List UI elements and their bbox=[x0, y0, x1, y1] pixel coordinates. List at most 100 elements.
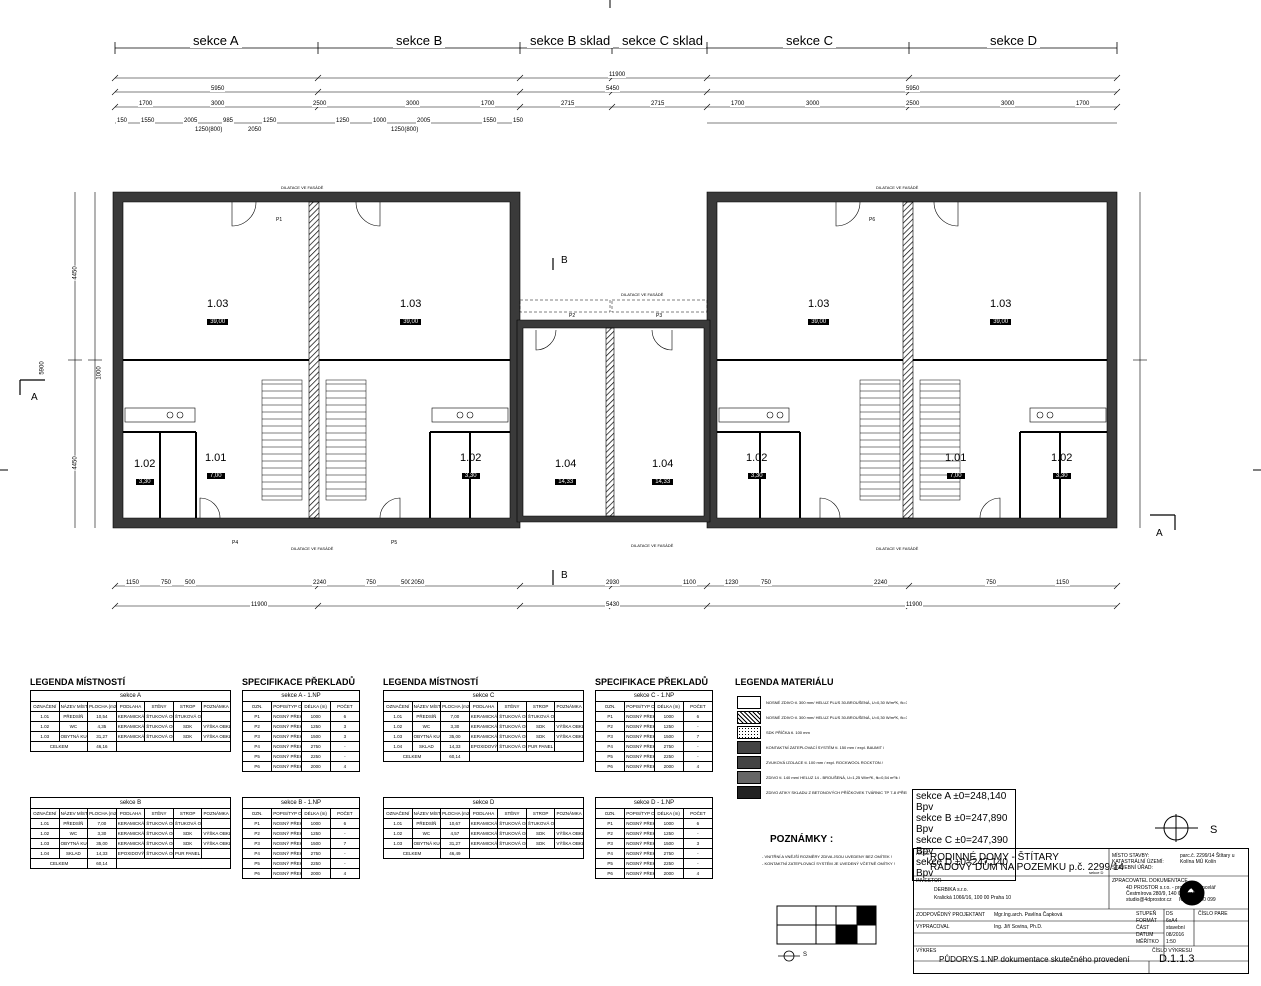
room-legend-caption: sekce A bbox=[30, 690, 231, 702]
room-legend-cell: 35,00 bbox=[87, 838, 117, 849]
small-north-arrow bbox=[778, 950, 800, 962]
tb-projektant-label: ZODPOVĚDNÝ PROJEKTANT bbox=[916, 912, 986, 918]
section-label-b: sekce B bbox=[393, 33, 446, 48]
dim-half-top-0: 5950 bbox=[210, 86, 226, 92]
room-area: 39,00 bbox=[400, 319, 422, 325]
lintel-legend-cell: 4 bbox=[682, 761, 714, 772]
dim-bottom-row-7: 2930 bbox=[605, 580, 621, 586]
tb-vypracoval-label: VYPRACOVAL bbox=[916, 924, 950, 930]
lintel-mark-3: P4 bbox=[231, 540, 240, 546]
lintel-legend-header: DÉLKA (m) bbox=[300, 701, 331, 712]
section-label-d: sekce D bbox=[987, 33, 1040, 48]
right-dimension-lines bbox=[1133, 192, 1147, 528]
room-legend-cell: OBYTNÁ KUCHYNĚ bbox=[58, 731, 89, 742]
material-swatch bbox=[737, 785, 761, 799]
lintel-legend-cell: - bbox=[682, 721, 714, 732]
room-legend-total-label: CELKEM bbox=[382, 751, 442, 762]
dim-row4-sub-2: 1250(800) bbox=[390, 127, 420, 133]
lintel-legend-cell: NOSNÝ PŘEKLAD HELUZ 23,8 bbox=[271, 731, 302, 742]
tb-akce-line1: RODINNÉ DOMY - ŠTÍTARY bbox=[930, 852, 1059, 863]
section-label-c-storage: sekce C sklad bbox=[619, 33, 706, 48]
lintel-legend-cell: P4 bbox=[594, 848, 626, 859]
room-legend-cell: PUR PANEL bbox=[172, 848, 203, 859]
dilatace-note-2: DILATACE VE FASÁDĚ bbox=[875, 185, 920, 190]
lintel-legend-cell: P2 bbox=[241, 721, 273, 732]
dim-bottom-row-5: 500 bbox=[400, 580, 413, 586]
tb-param-value: 6xA4 bbox=[1166, 918, 1178, 924]
room-legend-cell: 10,54 bbox=[87, 711, 117, 722]
lintel-legend-header: POČET bbox=[682, 808, 714, 819]
lintel-legend-cell: 2250 bbox=[653, 858, 684, 869]
lintel-legend-cell: NOSNÝ PŘEKLAD HELUZ 23,8 bbox=[624, 838, 655, 849]
lintel-legend-cell: NOSNÝ PŘEKLAD HELUZ 23,8 bbox=[624, 828, 655, 839]
dilatace-note-0: DILATACE VE FASÁDĚ bbox=[280, 185, 325, 190]
material-row: ZDIVO ATIKY SKLADU Z BETONOVÝCH PŘÍČKOVE… bbox=[737, 785, 907, 799]
lintel-legend-cell: 1250 bbox=[300, 721, 331, 732]
lintel-legend-cell: 7 bbox=[682, 731, 714, 742]
room-legend-header: PLOCHA (m2) bbox=[440, 701, 470, 712]
building-walls bbox=[112, 191, 1118, 529]
dimension-tick bbox=[703, 88, 711, 96]
room-legend-header: OZNAČENÍ bbox=[383, 701, 413, 712]
lintel-legend-cell: - bbox=[329, 848, 361, 859]
dimension-tick bbox=[516, 88, 524, 96]
lintel-legend-cell: 6 bbox=[329, 711, 361, 722]
title-block: AKCE RODINNÉ DOMY - ŠTÍTARY ŘADOVÝ DŮM N… bbox=[913, 848, 1249, 974]
dimension-tick bbox=[516, 74, 524, 82]
room-legend-header: OZNAČENÍ bbox=[30, 808, 60, 819]
room-legend-cell: ŠTUKOVÁ OMÍTKA KERAMICKÝ OBKLAD bbox=[497, 721, 527, 732]
dimension-tick bbox=[111, 103, 119, 111]
lintel-mark-5: P6 bbox=[868, 217, 877, 223]
lintel-mark-1: P2 bbox=[568, 313, 577, 319]
material-swatch bbox=[737, 755, 761, 769]
dim-row3-right-3: 3000 bbox=[1000, 101, 1016, 107]
room-legend-header: NÁZEV MÍSTNOSTI bbox=[58, 808, 89, 819]
room-number: 1.03 bbox=[990, 298, 1012, 310]
room-legend-cell: 7,00 bbox=[87, 818, 117, 829]
room-legend-cell: ŠTUKOVÁ OMÍTKA KERAMICKÝ OBKLAD bbox=[144, 828, 174, 839]
room-legend-cell: OBYTNÁ KUCHYNĚ bbox=[411, 731, 442, 742]
room-legend-cell: 1.02 bbox=[30, 721, 60, 732]
lintel-legend-header: OZN. bbox=[241, 701, 273, 712]
lintel-legend-cell: 1500 bbox=[300, 731, 331, 742]
lintel-legend-cell: NOSNÝ PŘEKLAD HELUZ 23,8 bbox=[271, 848, 302, 859]
lintel-legend-cell: P4 bbox=[241, 741, 273, 752]
tb-param-value: 1:50 bbox=[1166, 939, 1176, 945]
section-mark-2: B bbox=[561, 255, 568, 266]
dim-bottom-row-13: 1150 bbox=[1055, 580, 1070, 586]
tb-investor-addr: Kralická 1066/16, 100 00 Praha 10 bbox=[934, 895, 1011, 901]
room-legend-total-label: CELKEM bbox=[29, 858, 89, 869]
lintel-mark-2: P3 bbox=[655, 313, 664, 319]
tb-param-label: FORMÁT bbox=[1136, 918, 1158, 924]
room-legend-cell: ŠTUKOVÁ OMÍTKA VÁPEN. SDK bbox=[525, 818, 556, 829]
material-text: NOSNÉ ZDIVO tl. 300 mm/ HELUZ PLUS 30-BR… bbox=[766, 699, 907, 705]
lintel-legend-cell: 1000 bbox=[653, 711, 684, 722]
room-legend-header: STROP bbox=[172, 701, 203, 712]
dimension-tick bbox=[703, 74, 711, 82]
lintel-legend-cell: NOSNÝ PŘEKLAD HELUZ 23,8 bbox=[624, 731, 655, 742]
dimension-tick bbox=[516, 582, 524, 590]
room-legend-cell: SDK bbox=[172, 828, 203, 839]
room-legend-header: POZNÁMKA bbox=[554, 808, 584, 819]
left-dimension-lines bbox=[68, 192, 102, 528]
tb-param-label: STUPEŇ bbox=[1136, 911, 1157, 917]
material-swatch bbox=[737, 710, 761, 724]
dim-row4-9: 150 bbox=[512, 118, 525, 124]
room-legend-cell bbox=[554, 741, 584, 752]
lintel-legend-cell: 2000 bbox=[300, 868, 331, 879]
lintel-legend-header: OZN. bbox=[594, 808, 626, 819]
lintel-legend-header: POPIS/TYP OZN. bbox=[624, 701, 655, 712]
room-legend-cell: 1.02 bbox=[383, 828, 413, 839]
kitchen-counters bbox=[124, 407, 1107, 423]
tb-akce-line3: sekce D bbox=[1089, 870, 1104, 875]
lintel-legend-cell: NOSNÝ PŘEKLAD HELUZ 23,8 bbox=[271, 751, 302, 762]
note-2: - KONTAKTNÍ ZATEPLOVACÍ SYSTÉM JE UVEDEN… bbox=[762, 861, 895, 866]
room-legend-cell: 1.04 bbox=[383, 741, 413, 752]
staircases bbox=[261, 379, 961, 501]
dimension-tick bbox=[1113, 582, 1121, 590]
lintel-legend-header: POPIS/TYP OZN. bbox=[624, 808, 655, 819]
tb-zpracovatel-addr: Čestmírova 280/9, 140 00 Praha 4 bbox=[1126, 891, 1203, 897]
